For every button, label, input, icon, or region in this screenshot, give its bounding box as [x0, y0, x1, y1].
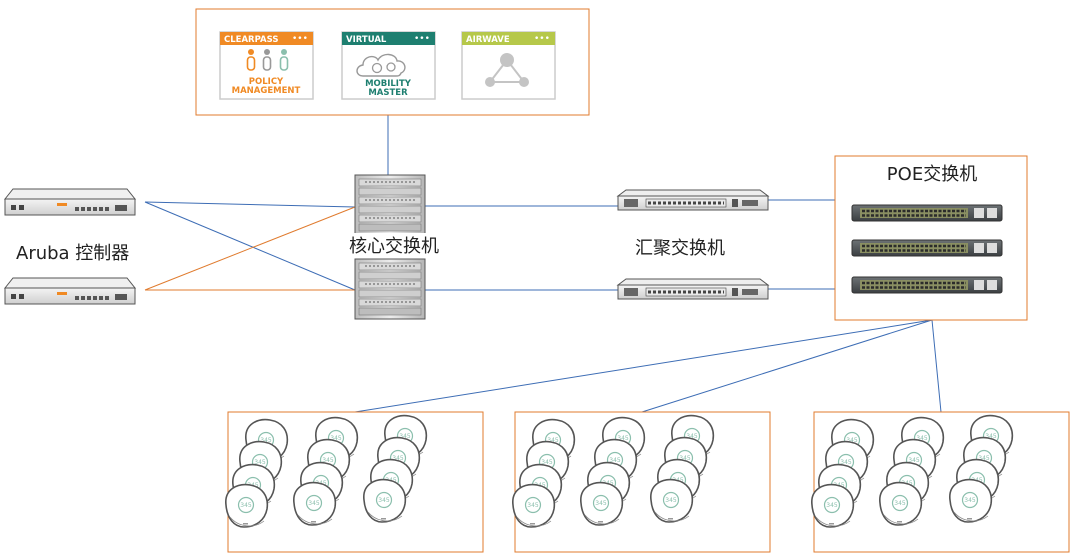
clearpass-line2: MANAGEMENT [232, 86, 301, 96]
poe-switch-1 [850, 203, 1004, 223]
controller-group: Aruba 控制器 [4, 188, 136, 305]
controller-appliance-1 [4, 188, 136, 216]
core-group: 核心交换机 [338, 174, 450, 320]
network-triangle-icon [485, 53, 529, 87]
poe-ap-group3-link [931, 319, 942, 413]
core-switch-2 [354, 258, 426, 320]
management-group: CLEARPASS ••• POLICY MANAGEMENT VIRTUAL … [195, 8, 590, 116]
mobility-header-bar [342, 32, 435, 45]
aggregation-group: 汇聚交换机 [616, 188, 770, 301]
poe-ap-group1-link [354, 319, 933, 413]
controller-label: Aruba 控制器 [16, 243, 129, 264]
svg-text:•••: ••• [292, 34, 308, 44]
connection-lines [144, 115, 942, 413]
mobility-master-tile: VIRTUAL ••• MOBILITY MASTER [341, 31, 436, 100]
mobility-line1: MOBILITY [365, 79, 412, 89]
controller2-core1-link [144, 206, 356, 291]
ap-group-3 [812, 411, 1070, 553]
airwave-tile: AIRWAVE ••• [461, 31, 556, 100]
poe-switch-2 [850, 238, 1004, 258]
aggregation-label: 汇聚交换机 [635, 238, 725, 259]
mobility-line2: MASTER [368, 88, 408, 98]
ap-group-1 [226, 411, 484, 553]
access-point-cluster-2 [513, 416, 714, 527]
aggregation-switch-2 [616, 277, 770, 301]
core-label: 核心交换机 [349, 236, 439, 257]
svg-text:•••: ••• [534, 34, 550, 44]
controller1-core2-link [144, 201, 356, 291]
poe-switch-3 [850, 275, 1004, 295]
clearpass-line1: POLICY [249, 77, 284, 87]
core-switch-1 [354, 174, 426, 236]
clearpass-header: CLEARPASS [224, 35, 278, 45]
airwave-header: AIRWAVE [466, 35, 510, 45]
access-point-cluster-1 [226, 416, 427, 527]
clearpass-tile: CLEARPASS ••• POLICY MANAGEMENT [219, 31, 314, 100]
aggregation-switch-1 [616, 188, 770, 212]
controller-appliance-2 [4, 277, 136, 305]
controller1-core1-link [144, 201, 356, 208]
poe-label: POE交换机 [887, 164, 977, 185]
cloud-gears-icon [356, 53, 406, 77]
svg-text:•••: ••• [414, 34, 430, 44]
people-icon [246, 49, 289, 71]
poe-group: POE交换机 [834, 155, 1028, 321]
poe-ap-group2-link [641, 319, 933, 413]
access-point-cluster-3 [812, 416, 1013, 527]
airwave-header-bar [462, 32, 555, 45]
clearpass-header-bar [220, 32, 313, 45]
ap-group-2 [513, 411, 771, 553]
mobility-header: VIRTUAL [346, 35, 387, 45]
